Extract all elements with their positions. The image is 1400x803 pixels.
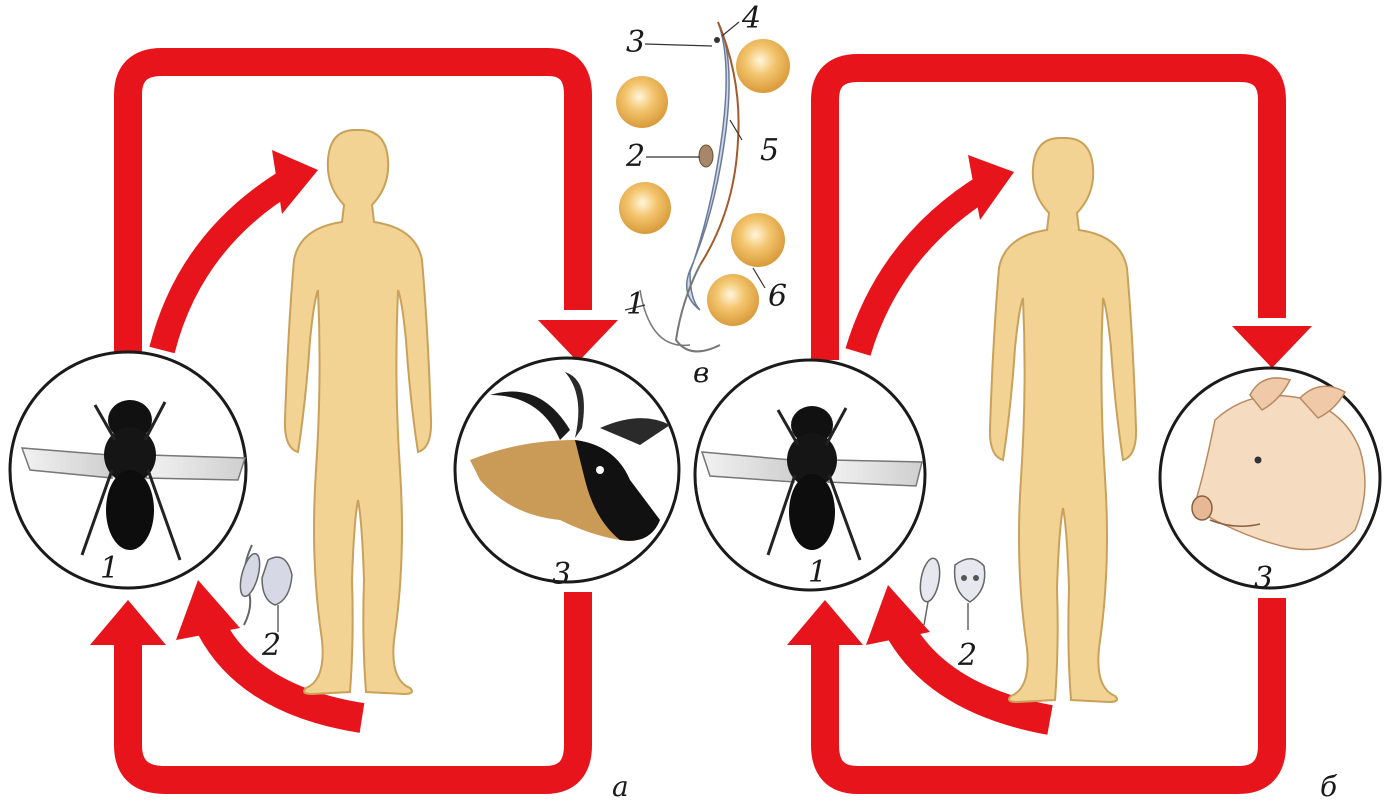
left-reservoir-number: 3 — [552, 557, 571, 592]
detail-label-3: 3 — [626, 25, 645, 60]
detail-label-4: 4 — [741, 1, 761, 36]
left-vector-number: 1 — [100, 551, 119, 586]
blood-cell — [619, 182, 671, 234]
left-trypanosome-forms-icon — [237, 545, 292, 632]
right-fly-to-human-arrow — [858, 185, 988, 352]
left-cycle: 1 2 3 а — [10, 62, 679, 803]
blood-cell — [707, 274, 759, 326]
panel-label-b: б — [1320, 770, 1338, 803]
right-trypanosome-forms-icon — [917, 557, 984, 630]
left-loop-bottom-arrowhead — [90, 600, 166, 645]
trypanosome-detail: 1 2 3 4 5 6 в — [616, 1, 790, 389]
left-fly-to-human-arrow — [162, 180, 290, 350]
left-fly-circle: 1 — [10, 352, 246, 588]
blood-cell — [616, 76, 668, 128]
right-reservoir-number: 3 — [1254, 561, 1273, 596]
left-parasite-number: 2 — [261, 628, 281, 663]
panel-label-a: а — [612, 770, 629, 803]
left-reservoir-circle: 3 — [455, 358, 679, 592]
right-reservoir-circle: 3 — [1160, 368, 1380, 596]
blood-cell — [731, 213, 785, 267]
blood-cell — [736, 39, 790, 93]
left-loop-top-arrowhead — [538, 320, 618, 362]
right-human-silhouette — [990, 138, 1136, 702]
detail-label-6: 6 — [768, 279, 787, 314]
right-fly-circle: 1 — [695, 360, 925, 590]
panel-label-v: в — [693, 356, 709, 389]
right-cycle: 1 2 3 б — [695, 68, 1380, 803]
right-parasite-number: 2 — [957, 638, 977, 673]
right-vector-number: 1 — [808, 555, 827, 590]
right-loop-bottom-arrowhead — [787, 600, 863, 645]
detail-label-5: 5 — [760, 133, 779, 168]
detail-label-2: 2 — [625, 139, 645, 174]
right-loop-top-arrowhead — [1232, 326, 1312, 368]
left-fly-to-human-arrowhead — [272, 150, 318, 214]
detail-label-1: 1 — [626, 287, 645, 322]
right-fly-to-human-arrowhead — [968, 155, 1014, 220]
left-human-silhouette — [285, 130, 431, 694]
